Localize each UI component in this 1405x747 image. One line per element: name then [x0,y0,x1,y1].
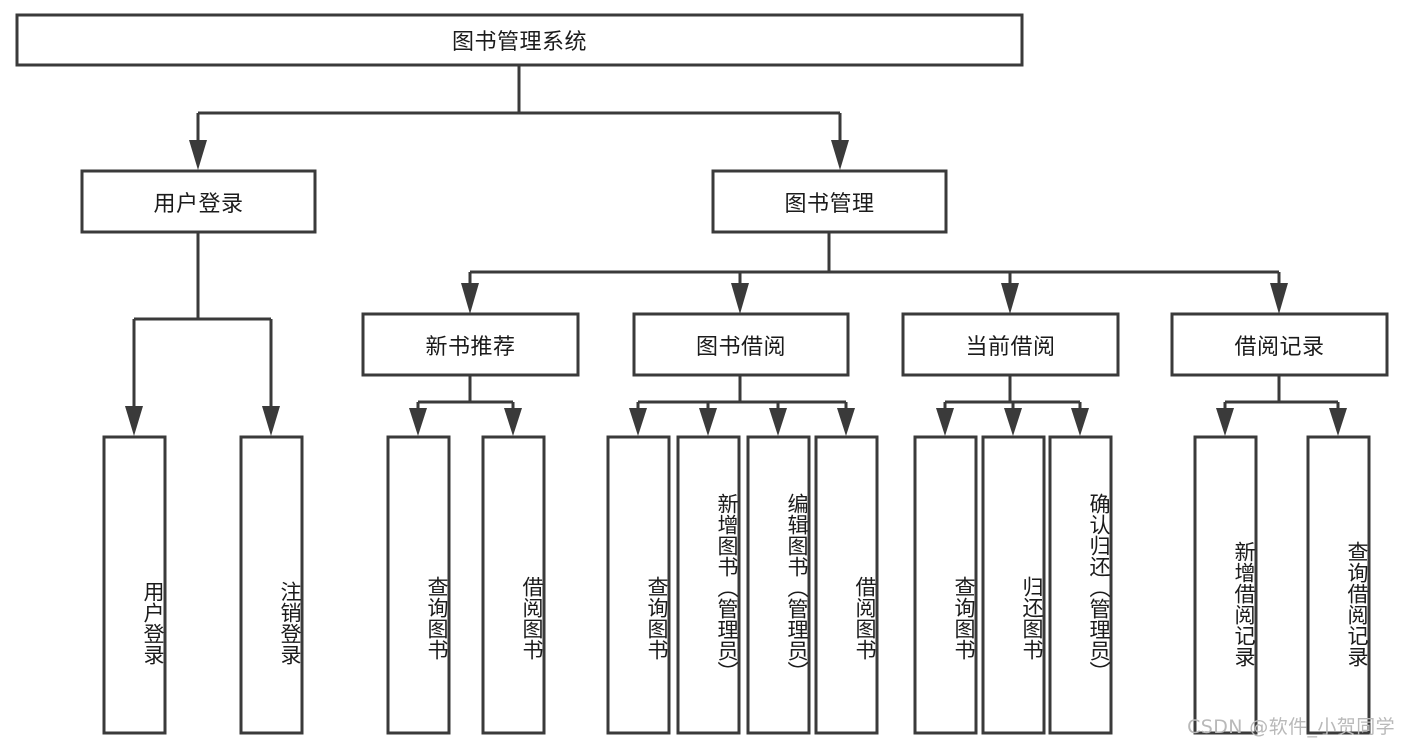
node-box-leaf-query-book-3[interactable] [913,435,978,735]
node-box-leaf-query-book-1[interactable] [386,435,451,735]
node-box-leaf-add-borrow-record[interactable] [1193,435,1258,735]
arrow-head-icon [731,283,749,314]
node-box-leaf-confirm-return-admin[interactable] [1048,435,1113,735]
node-box-book-manage[interactable] [711,169,948,234]
arrow-head-icon [699,408,717,436]
arrow-head-icon [1270,283,1288,314]
arrow-head-icon [461,283,479,314]
arrow-head-icon [837,408,855,436]
arrow-head-icon [125,406,143,436]
connector-bookborrow-to-leaves [629,376,855,436]
node-box-leaf-borrow-book-1[interactable] [481,435,546,735]
arrow-head-icon [1004,408,1022,436]
arrow-head-icon [262,406,280,436]
arrow-head-icon [1329,408,1347,436]
connector-newbookrec-to-leaves [409,376,522,436]
connector-root-to-level2 [189,65,849,170]
connector-currentborrow-to-leaves [936,376,1089,436]
arrow-head-icon [769,408,787,436]
arrow-head-icon [189,140,207,170]
node-box-leaf-logout-login[interactable] [239,435,304,735]
arrow-head-icon [936,408,954,436]
node-box-user-login[interactable] [80,169,317,234]
arrow-head-icon [1071,408,1089,436]
node-box-leaf-query-borrow-record[interactable] [1306,435,1371,735]
node-box-current-borrow[interactable] [901,312,1120,377]
arrow-head-icon [1216,408,1234,436]
arrow-head-icon [1001,283,1019,314]
node-box-leaf-borrow-book-2[interactable] [814,435,879,735]
connector-userlogin-to-leaves [125,233,280,436]
connector-borrowrecord-to-leaves [1216,376,1347,436]
node-box-leaf-return-book[interactable] [981,435,1046,735]
node-box-root[interactable] [15,13,1024,67]
arrow-head-icon [409,408,427,436]
node-box-leaf-query-book-2[interactable] [606,435,671,735]
arrow-head-icon [629,408,647,436]
arrow-head-icon [831,140,849,170]
node-box-leaf-user-login[interactable] [102,435,167,735]
arrow-head-icon [504,408,522,436]
node-box-new-book-rec[interactable] [361,312,580,377]
node-box-leaf-edit-book-admin[interactable] [746,435,811,735]
node-box-leaf-add-book-admin[interactable] [676,435,741,735]
node-box-book-borrow[interactable] [632,312,850,377]
node-box-borrow-record[interactable] [1170,312,1389,377]
connector-bookmanage-to-level3 [461,233,1288,314]
